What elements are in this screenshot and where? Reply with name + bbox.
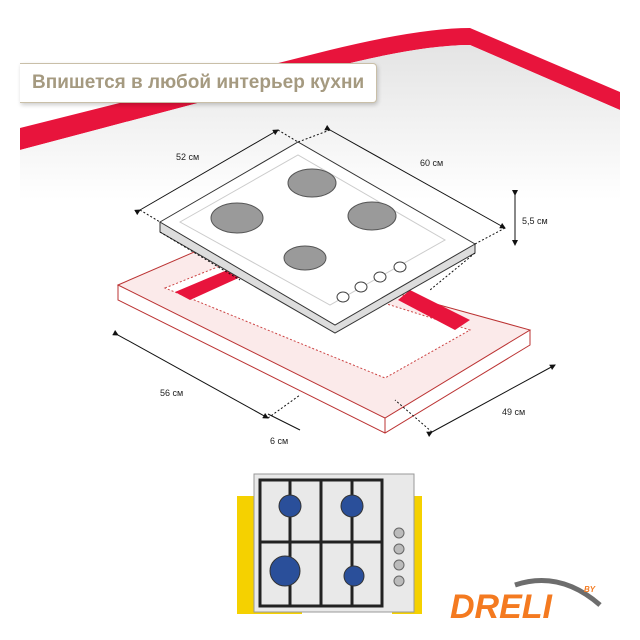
dim-cutout-depth: 49 см <box>502 407 526 417</box>
logo-suffix: BY <box>584 585 596 594</box>
product-photo <box>237 473 422 614</box>
dreli-logo: DRELI BY <box>450 578 602 626</box>
dim-cutout-margin: 6 см <box>270 436 289 446</box>
headline: Впишется в любой интерьер кухни <box>20 63 378 103</box>
knob <box>373 271 387 283</box>
burner-right <box>347 201 397 231</box>
cutout-red-right <box>398 290 470 330</box>
dim-hob-height: 5,5 см <box>522 216 548 226</box>
logo-text: DRELI <box>450 588 554 626</box>
burner-back <box>287 168 337 198</box>
knob <box>354 281 368 293</box>
dimension-lines <box>112 124 556 438</box>
dim-hob-width: 60 см <box>420 158 444 168</box>
dim-cutout-width: 56 см <box>160 388 184 398</box>
knob <box>393 261 407 273</box>
burner-left <box>210 202 264 234</box>
knob <box>336 291 350 303</box>
dim-hob-depth: 52 см <box>176 152 200 162</box>
burner-front <box>283 245 327 271</box>
cutout-red-left <box>175 268 245 300</box>
